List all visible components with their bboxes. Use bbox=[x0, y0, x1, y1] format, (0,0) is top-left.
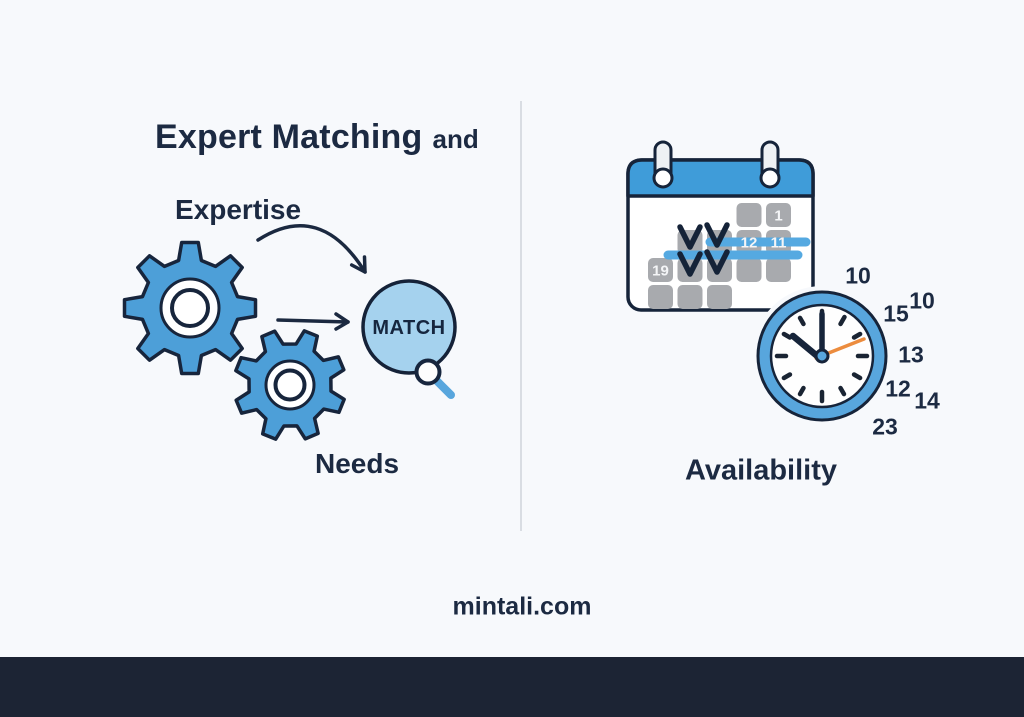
expertise-label: Expertise bbox=[175, 194, 302, 225]
clock-icon bbox=[752, 286, 892, 426]
availability-label: Availability bbox=[684, 454, 838, 487]
footer-bar bbox=[0, 657, 1024, 717]
match-circle: MATCH bbox=[361, 279, 457, 375]
gear-icon-small bbox=[234, 329, 346, 441]
calendar-day-number: 11 bbox=[771, 235, 787, 252]
clock-number: 10 bbox=[845, 262, 871, 289]
brand-text: mintali.com bbox=[452, 592, 592, 621]
calendar-day-number: 1 bbox=[774, 208, 782, 225]
page-title-main: Expert Matching bbox=[155, 118, 423, 156]
matching-illustration: MATCH bbox=[122, 224, 457, 441]
clock-center-pin bbox=[814, 348, 830, 364]
calendar-ring-right bbox=[759, 140, 781, 189]
calendar-icon: 1 12 11 19 bbox=[626, 140, 815, 312]
clock-number: 13 bbox=[898, 341, 924, 368]
clock-number: 14 bbox=[914, 387, 940, 414]
calendar-day-number: 19 bbox=[652, 263, 669, 280]
clock-number: 12 bbox=[885, 375, 911, 402]
calendar-day-number: 12 bbox=[741, 235, 758, 252]
clock-number: 23 bbox=[872, 413, 898, 440]
gear-icon-large bbox=[122, 240, 258, 376]
straight-arrow-icon bbox=[276, 312, 350, 331]
match-label: MATCH bbox=[372, 317, 445, 339]
needs-label: Needs bbox=[315, 448, 400, 479]
clock-number: 15 bbox=[883, 300, 909, 327]
check-mark-icons bbox=[677, 222, 730, 277]
section-divider bbox=[520, 101, 522, 531]
clock-number: 10 bbox=[909, 287, 935, 314]
page-title: Expert Matching and bbox=[155, 118, 479, 157]
curved-arrow-icon bbox=[256, 224, 367, 274]
availability-highlight-lines bbox=[663, 237, 811, 260]
calendar-ring-left bbox=[652, 140, 674, 189]
page-title-suffix: and bbox=[432, 124, 479, 154]
magnifier-icon bbox=[414, 358, 455, 399]
